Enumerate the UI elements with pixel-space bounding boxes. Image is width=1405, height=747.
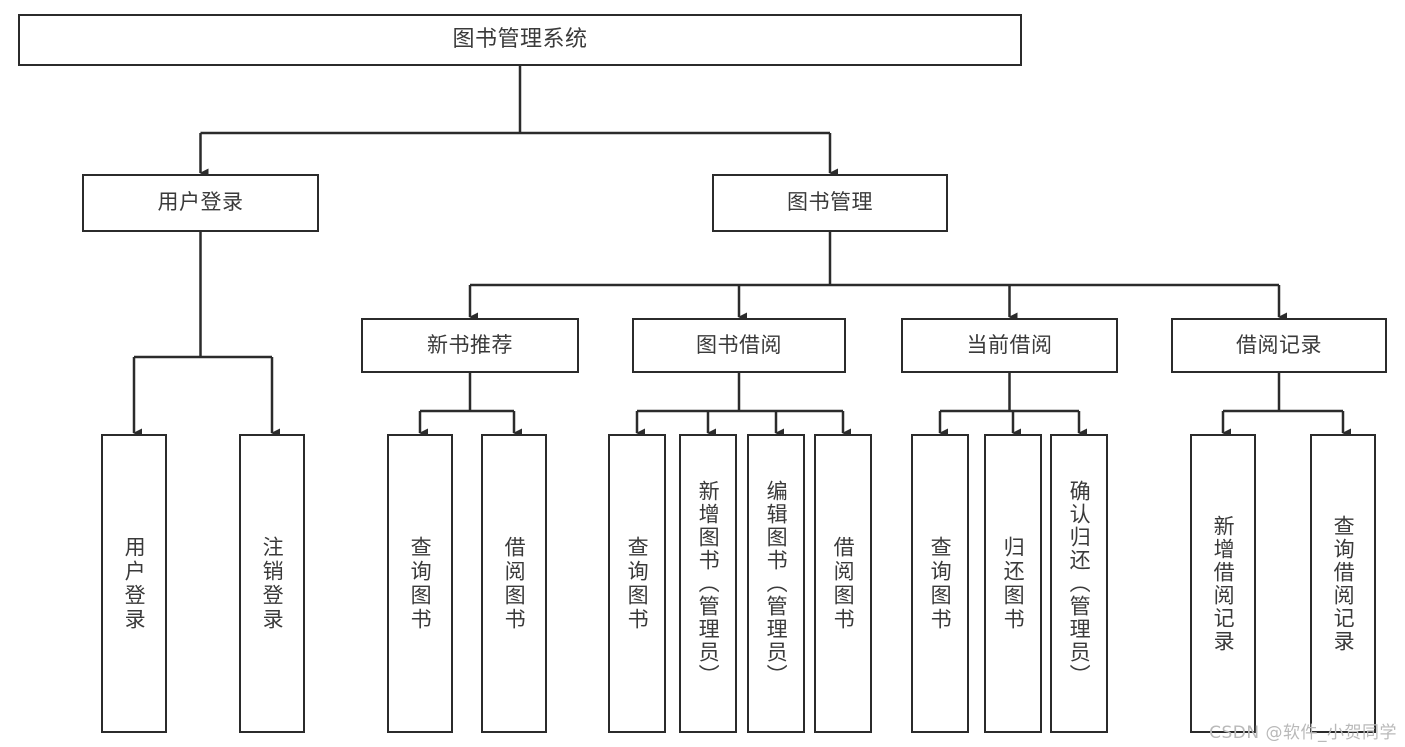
node-leaf-query-book-2[interactable]: 查询图书 — [608, 434, 666, 733]
node-leaf-query-book-1[interactable]: 查询图书 — [387, 434, 453, 733]
node-leaf-add-record[interactable]: 新增借阅记录 — [1190, 434, 1256, 733]
node-label-leaf-query-book-1: 查询图书 — [408, 535, 433, 632]
node-label-leaf-confirm-return: 确认归还（管理员） — [1067, 480, 1092, 687]
node-current-borrow[interactable]: 当前借阅 — [901, 318, 1118, 373]
node-leaf-query-book-3[interactable]: 查询图书 — [911, 434, 969, 733]
node-label-leaf-borrow-book-1: 借阅图书 — [502, 535, 527, 632]
node-label-new-book-rec: 新书推荐 — [427, 332, 513, 357]
node-leaf-borrow-book-2[interactable]: 借阅图书 — [814, 434, 872, 733]
node-label-leaf-user-logout: 注销登录 — [260, 535, 285, 632]
node-label-leaf-query-book-3: 查询图书 — [928, 535, 953, 632]
watermark: CSDN @软件_小贺同学 — [1209, 723, 1397, 743]
node-leaf-user-login[interactable]: 用户登录 — [101, 434, 167, 733]
node-label-borrow-record: 借阅记录 — [1236, 332, 1322, 357]
node-label-leaf-return-book: 归还图书 — [1001, 535, 1026, 632]
node-leaf-query-record[interactable]: 查询借阅记录 — [1310, 434, 1376, 733]
node-book-borrow[interactable]: 图书借阅 — [632, 318, 846, 373]
node-book-manage[interactable]: 图书管理 — [712, 174, 948, 232]
node-leaf-borrow-book-1[interactable]: 借阅图书 — [481, 434, 547, 733]
node-label-leaf-add-record: 新增借阅记录 — [1211, 514, 1236, 653]
node-label-leaf-query-record: 查询借阅记录 — [1331, 514, 1356, 653]
node-leaf-add-book[interactable]: 新增图书（管理员） — [679, 434, 737, 733]
node-label-user-login: 用户登录 — [157, 190, 244, 215]
node-label-book-borrow: 图书借阅 — [696, 332, 782, 357]
node-label-leaf-borrow-book-2: 借阅图书 — [831, 535, 856, 632]
node-leaf-user-logout[interactable]: 注销登录 — [239, 434, 305, 733]
node-label-leaf-query-book-2: 查询图书 — [625, 535, 650, 632]
node-root[interactable]: 图书管理系统 — [18, 14, 1022, 66]
node-label-leaf-add-book: 新增图书（管理员） — [696, 480, 721, 687]
node-label-leaf-user-login: 用户登录 — [122, 535, 147, 632]
node-leaf-edit-book[interactable]: 编辑图书（管理员） — [747, 434, 805, 733]
node-leaf-confirm-return[interactable]: 确认归还（管理员） — [1050, 434, 1108, 733]
node-label-current-borrow: 当前借阅 — [966, 332, 1053, 357]
node-label-root: 图书管理系统 — [452, 26, 588, 52]
node-label-leaf-edit-book: 编辑图书（管理员） — [764, 480, 789, 687]
node-new-book-rec[interactable]: 新书推荐 — [361, 318, 579, 373]
node-leaf-return-book[interactable]: 归还图书 — [984, 434, 1042, 733]
node-label-book-manage: 图书管理 — [787, 190, 873, 215]
node-borrow-record[interactable]: 借阅记录 — [1171, 318, 1387, 373]
node-user-login[interactable]: 用户登录 — [82, 174, 319, 232]
